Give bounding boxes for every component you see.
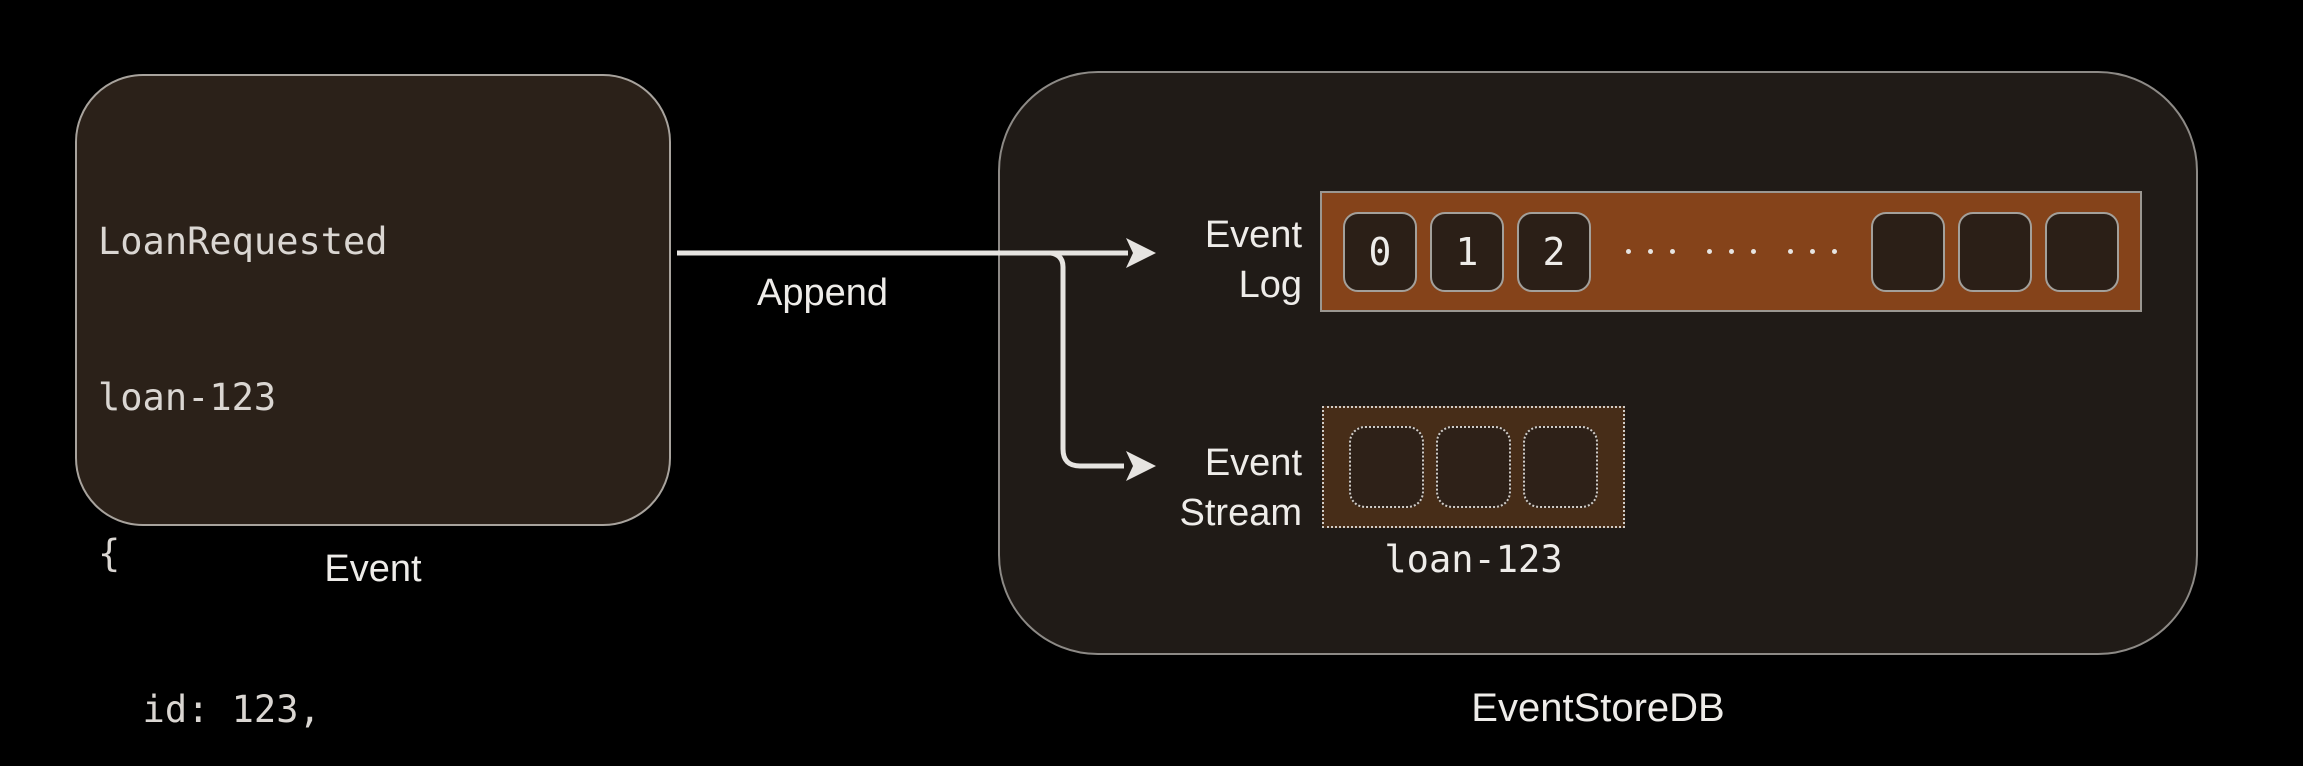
eventstoredb-container (998, 71, 2198, 655)
event-log-empty-cells (1871, 211, 2119, 292)
event-stream-cell (1349, 426, 1424, 508)
event-log-label-line: Log (1238, 264, 1302, 306)
ellipsis-dot (1831, 249, 1837, 254)
append-label: Append (757, 272, 889, 314)
event-log-cell: 2 (1517, 211, 1591, 292)
event-log-empty-cell (2045, 211, 2119, 292)
code-line: id: 123, (98, 688, 321, 731)
ellipsis-group (1625, 249, 1675, 254)
ellipsis-dot (1669, 249, 1675, 254)
event-card-caption: Event (324, 548, 422, 590)
event-log-empty-cell (1958, 211, 2032, 292)
code-line: loan-123 (98, 376, 277, 419)
ellipsis-group (1706, 249, 1756, 254)
event-stream-cell (1436, 426, 1511, 508)
event-log-empty-cell (1871, 211, 1945, 292)
eventstoredb-caption: EventStoreDB (1471, 686, 1725, 730)
event-log-label-line: Event (1204, 214, 1302, 256)
ellipsis-dot (1809, 249, 1815, 254)
event-stream-cell (1523, 426, 1598, 508)
event-log-cell: 0 (1343, 211, 1417, 292)
ellipsis-dot (1750, 249, 1756, 254)
event-log-ellipsis (1625, 249, 1837, 254)
event-stream-box (1322, 406, 1625, 528)
event-stream-name: loan-123 (1384, 538, 1563, 581)
ellipsis-dot (1706, 249, 1712, 254)
event-stream-label-line: Stream (1179, 492, 1302, 534)
code-line: { (98, 532, 121, 575)
event-log-cell: 1 (1430, 211, 1504, 292)
ellipsis-dot (1647, 249, 1653, 254)
event-card: LoanRequested loan-123 { id: 123, amount… (75, 74, 671, 731)
ellipsis-dot (1728, 249, 1734, 254)
event-stream-label: Event Stream (1052, 438, 1302, 538)
event-log-label: Event Log (1052, 210, 1302, 310)
event-stream-label-line: Event (1204, 442, 1302, 484)
code-line: LoanRequested (98, 220, 388, 263)
ellipsis-group (1787, 249, 1837, 254)
ellipsis-dot (1787, 249, 1793, 254)
event-code-block: LoanRequested loan-123 { id: 123, amount… (98, 112, 653, 766)
ellipsis-dot (1625, 249, 1631, 254)
